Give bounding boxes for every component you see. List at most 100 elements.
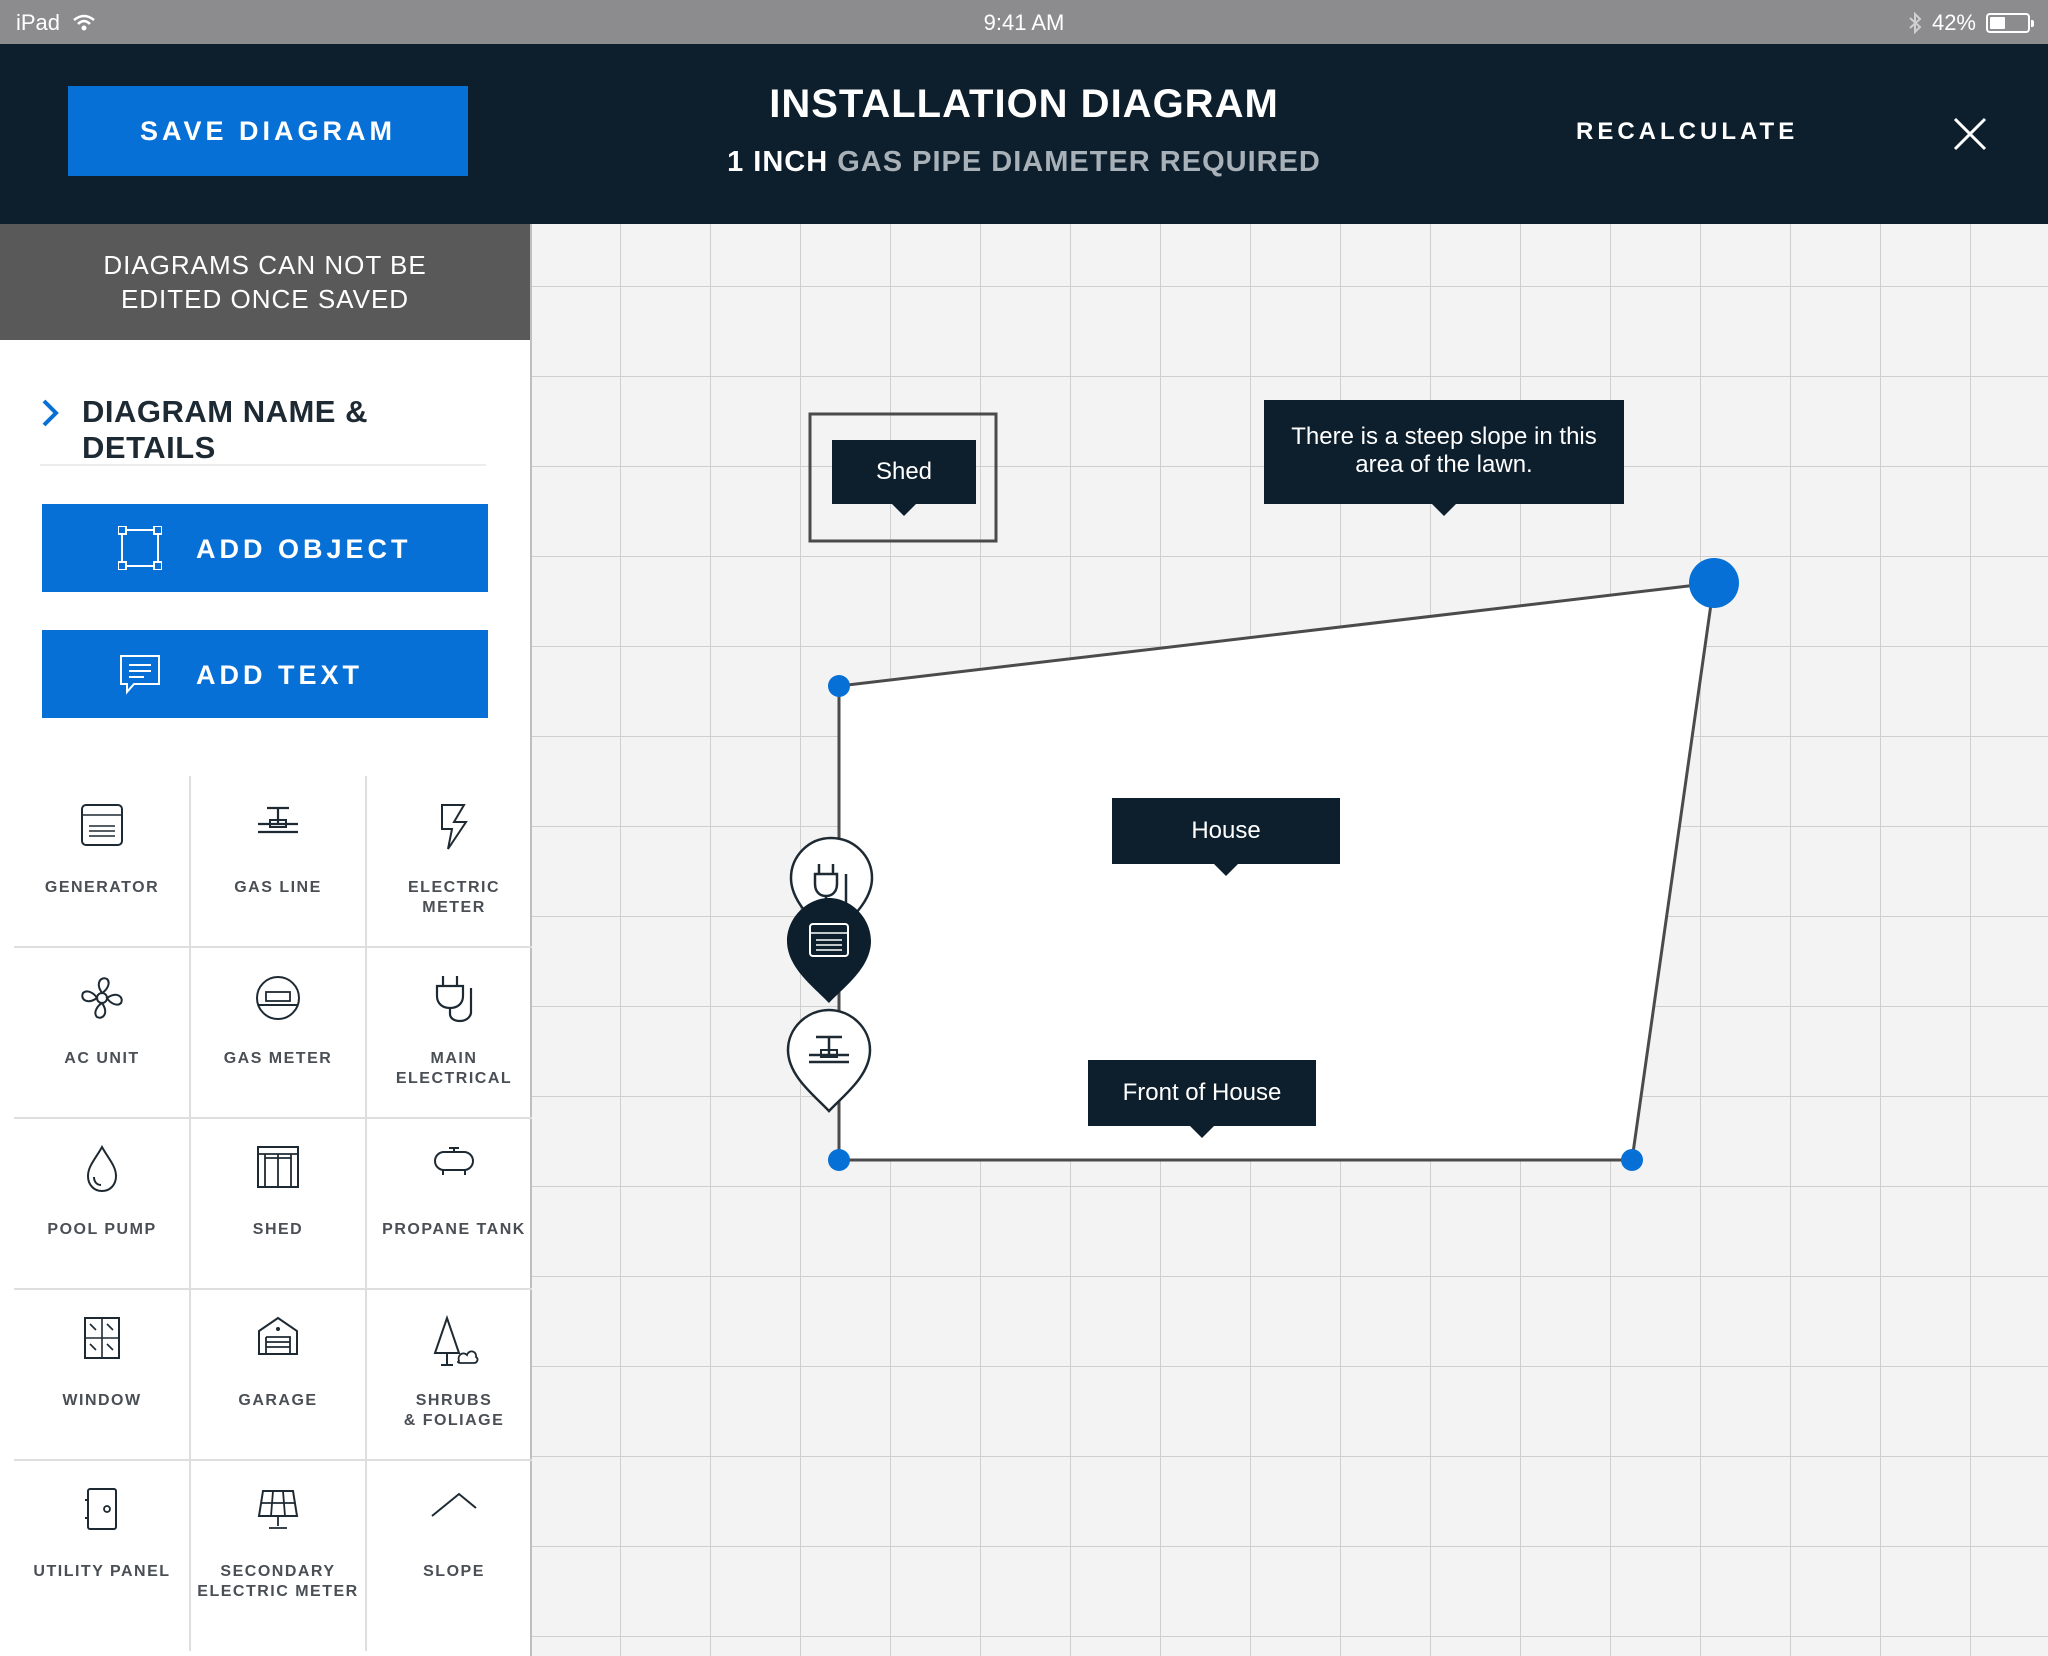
palette-item-label: GAS LINE — [190, 878, 366, 898]
diagram-details-toggle[interactable]: DIAGRAM NAME & DETAILS — [40, 384, 486, 466]
palette-item-label: MAIN ELECTRICAL — [366, 1049, 542, 1089]
palette-item-shrubs[interactable]: SHRUBS & FOLIAGE — [366, 1289, 542, 1460]
palette-item-label: GARAGE — [190, 1391, 366, 1411]
palette-item-shed[interactable]: SHED — [190, 1118, 366, 1289]
house-label[interactable]: House — [1112, 798, 1340, 876]
bluetooth-icon — [1909, 12, 1922, 34]
slope-icon — [366, 1486, 542, 1542]
slope-note[interactable]: There is a steep slope in this area of t… — [1264, 400, 1624, 516]
main-electrical-icon — [366, 973, 542, 1029]
slope-note-line-2: area of the lawn. — [1355, 451, 1533, 478]
diagram-drawing — [786, 412, 1739, 1171]
electric-meter-icon — [366, 802, 542, 858]
palette-label-line-2: METER — [422, 899, 486, 916]
propane-tank-icon — [366, 1144, 542, 1200]
palette-item-gas-line[interactable]: GAS LINE — [190, 776, 366, 947]
palette-divider — [14, 946, 542, 948]
palette-label-line-1: SHED — [252, 1221, 304, 1238]
save-warning: DIAGRAMS CAN NOT BE EDITED ONCE SAVED — [0, 224, 530, 340]
vertex-handle-selected[interactable] — [1689, 558, 1739, 608]
palette-label-line-1: POOL PUMP — [47, 1221, 157, 1238]
palette-item-slope[interactable]: SLOPE — [366, 1460, 542, 1631]
vertex-handle[interactable] — [1621, 1149, 1643, 1171]
palette-item-garage[interactable]: GARAGE — [190, 1289, 366, 1460]
palette-item-label: AC UNIT — [14, 1049, 190, 1069]
sidebar: DIAGRAMS CAN NOT BE EDITED ONCE SAVED DI… — [0, 224, 542, 1656]
save-diagram-button[interactable]: SAVE DIAGRAM — [68, 86, 468, 176]
palette-item-main-electrical[interactable]: MAIN ELECTRICAL — [366, 947, 542, 1118]
palette-label-line-1: GENERATOR — [44, 879, 160, 896]
palette-item-pool-pump[interactable]: POOL PUMP — [14, 1118, 190, 1289]
bounding-box-icon — [118, 526, 162, 570]
add-text-button[interactable]: ADD TEXT — [42, 630, 488, 718]
gas-line-icon — [809, 1035, 849, 1064]
pipe-size: 1 INCH — [727, 146, 829, 178]
shed-label[interactable]: Shed — [832, 440, 976, 516]
top-bar: SAVE DIAGRAM INSTALLATION DIAGRAM 1 INCH… — [0, 44, 2048, 224]
palette-label-line-1: UTILITY PANEL — [33, 1563, 171, 1580]
generator-icon — [14, 802, 190, 858]
pipe-requirement: 1 INCH GAS PIPE DIAMETER REQUIRED — [0, 146, 2048, 179]
palette-label-line-2: & FOLIAGE — [403, 1412, 505, 1429]
palette-label-line-1: AC UNIT — [64, 1050, 140, 1067]
add-object-button[interactable]: ADD OBJECT — [42, 504, 488, 592]
chevron-right-icon — [42, 399, 59, 427]
ac-unit-icon — [14, 973, 190, 1029]
secondary-meter-icon — [190, 1486, 366, 1542]
gas-line-icon — [190, 802, 366, 858]
wifi-icon — [73, 14, 95, 31]
palette-item-window[interactable]: WINDOW — [14, 1289, 190, 1460]
front-of-house-label[interactable]: Front of House — [1088, 1060, 1316, 1138]
vertex-handle[interactable] — [828, 1149, 850, 1171]
palette-divider — [14, 1117, 542, 1119]
gas-line-marker[interactable] — [786, 1008, 872, 1113]
palette-divider — [14, 1288, 542, 1290]
palette-item-label: GAS METER — [190, 1049, 366, 1069]
palette-label-line-1: SECONDARY — [220, 1563, 336, 1580]
battery-icon — [1986, 13, 2034, 33]
palette-item-ac-unit[interactable]: AC UNIT — [14, 947, 190, 1118]
diagram-canvas[interactable]: Shed There is a steep slope in this area… — [532, 224, 2048, 1656]
palette-item-secondary-meter[interactable]: SECONDARY ELECTRIC METER — [190, 1460, 366, 1631]
palette-divider — [189, 776, 191, 1651]
palette-item-label: SECONDARY ELECTRIC METER — [190, 1562, 366, 1602]
palette-item-utility-panel[interactable]: UTILITY PANEL — [14, 1460, 190, 1631]
utility-panel-icon — [14, 1486, 190, 1542]
slope-note-line-1: There is a steep slope in this — [1291, 423, 1597, 450]
gas-meter-icon — [190, 973, 366, 1029]
speech-bubble-icon — [120, 655, 160, 695]
palette-label-line-1: MAIN — [430, 1050, 478, 1067]
palette-divider — [14, 1459, 542, 1461]
garage-icon — [190, 1315, 366, 1371]
palette-item-generator[interactable]: GENERATOR — [14, 776, 190, 947]
generator-marker[interactable] — [787, 898, 871, 1003]
palette-label-line-1: PROPANE TANK — [382, 1221, 526, 1238]
warning-line-2: EDITED ONCE SAVED — [120, 284, 410, 314]
palette-item-gas-meter[interactable]: GAS METER — [190, 947, 366, 1118]
palette-item-propane-tank[interactable]: PROPANE TANK — [366, 1118, 542, 1289]
palette-item-label: POOL PUMP — [14, 1220, 190, 1240]
warning-line-1: DIAGRAMS CAN NOT BE — [103, 250, 427, 280]
palette-label-line-2: ELECTRICAL — [395, 1070, 513, 1087]
palette-item-label: SLOPE — [366, 1562, 542, 1582]
palette-item-label: SHRUBS & FOLIAGE — [366, 1391, 542, 1431]
palette-label-line-1: SLOPE — [423, 1563, 485, 1580]
add-text-label: ADD TEXT — [196, 660, 363, 690]
diagram-details-label: DIAGRAM NAME & DETAILS — [82, 394, 368, 465]
palette-item-label: GENERATOR — [14, 878, 190, 898]
window-icon — [14, 1315, 190, 1371]
palette-label-line-1: SHRUBS — [415, 1392, 493, 1409]
close-icon[interactable] — [1950, 114, 1990, 154]
shed-selection-box[interactable] — [808, 412, 998, 543]
vertex-handle[interactable] — [828, 675, 850, 697]
add-object-label: ADD OBJECT — [196, 534, 412, 564]
palette-item-label: WINDOW — [14, 1391, 190, 1411]
battery-percent: 42% — [1931, 10, 1976, 35]
page-title: INSTALLATION DIAGRAM — [769, 82, 1279, 126]
palette-label-line-2: ELECTRIC METER — [197, 1583, 359, 1600]
palette-item-label: PROPANE TANK — [366, 1220, 542, 1240]
palette-label-line-1: GAS LINE — [234, 879, 322, 896]
recalculate-button[interactable]: RECALCULATE — [1576, 118, 1799, 145]
status-bar: iPad 9:41 AM 42% — [0, 0, 2048, 44]
